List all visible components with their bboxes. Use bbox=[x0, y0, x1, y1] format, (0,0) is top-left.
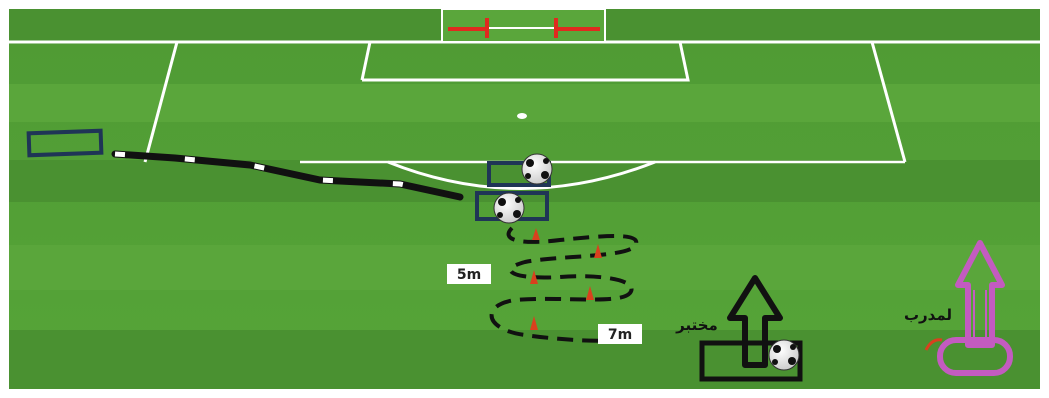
soccer-ball-icon bbox=[494, 193, 524, 223]
distance-label-7m: 7m bbox=[598, 324, 642, 344]
soccer-ball-icon bbox=[769, 340, 799, 370]
penalty-spot bbox=[517, 113, 527, 119]
coach-label: لمدرب bbox=[904, 306, 952, 324]
goal-icon bbox=[442, 9, 605, 42]
tester-label: مختبر bbox=[675, 316, 718, 334]
distance-label-5m: 5m bbox=[447, 264, 491, 284]
soccer-ball-icon bbox=[522, 154, 552, 184]
distance-text-5m: 5m bbox=[457, 267, 481, 283]
grass-field bbox=[9, 9, 1040, 389]
distance-text-7m: 7m bbox=[608, 327, 632, 343]
